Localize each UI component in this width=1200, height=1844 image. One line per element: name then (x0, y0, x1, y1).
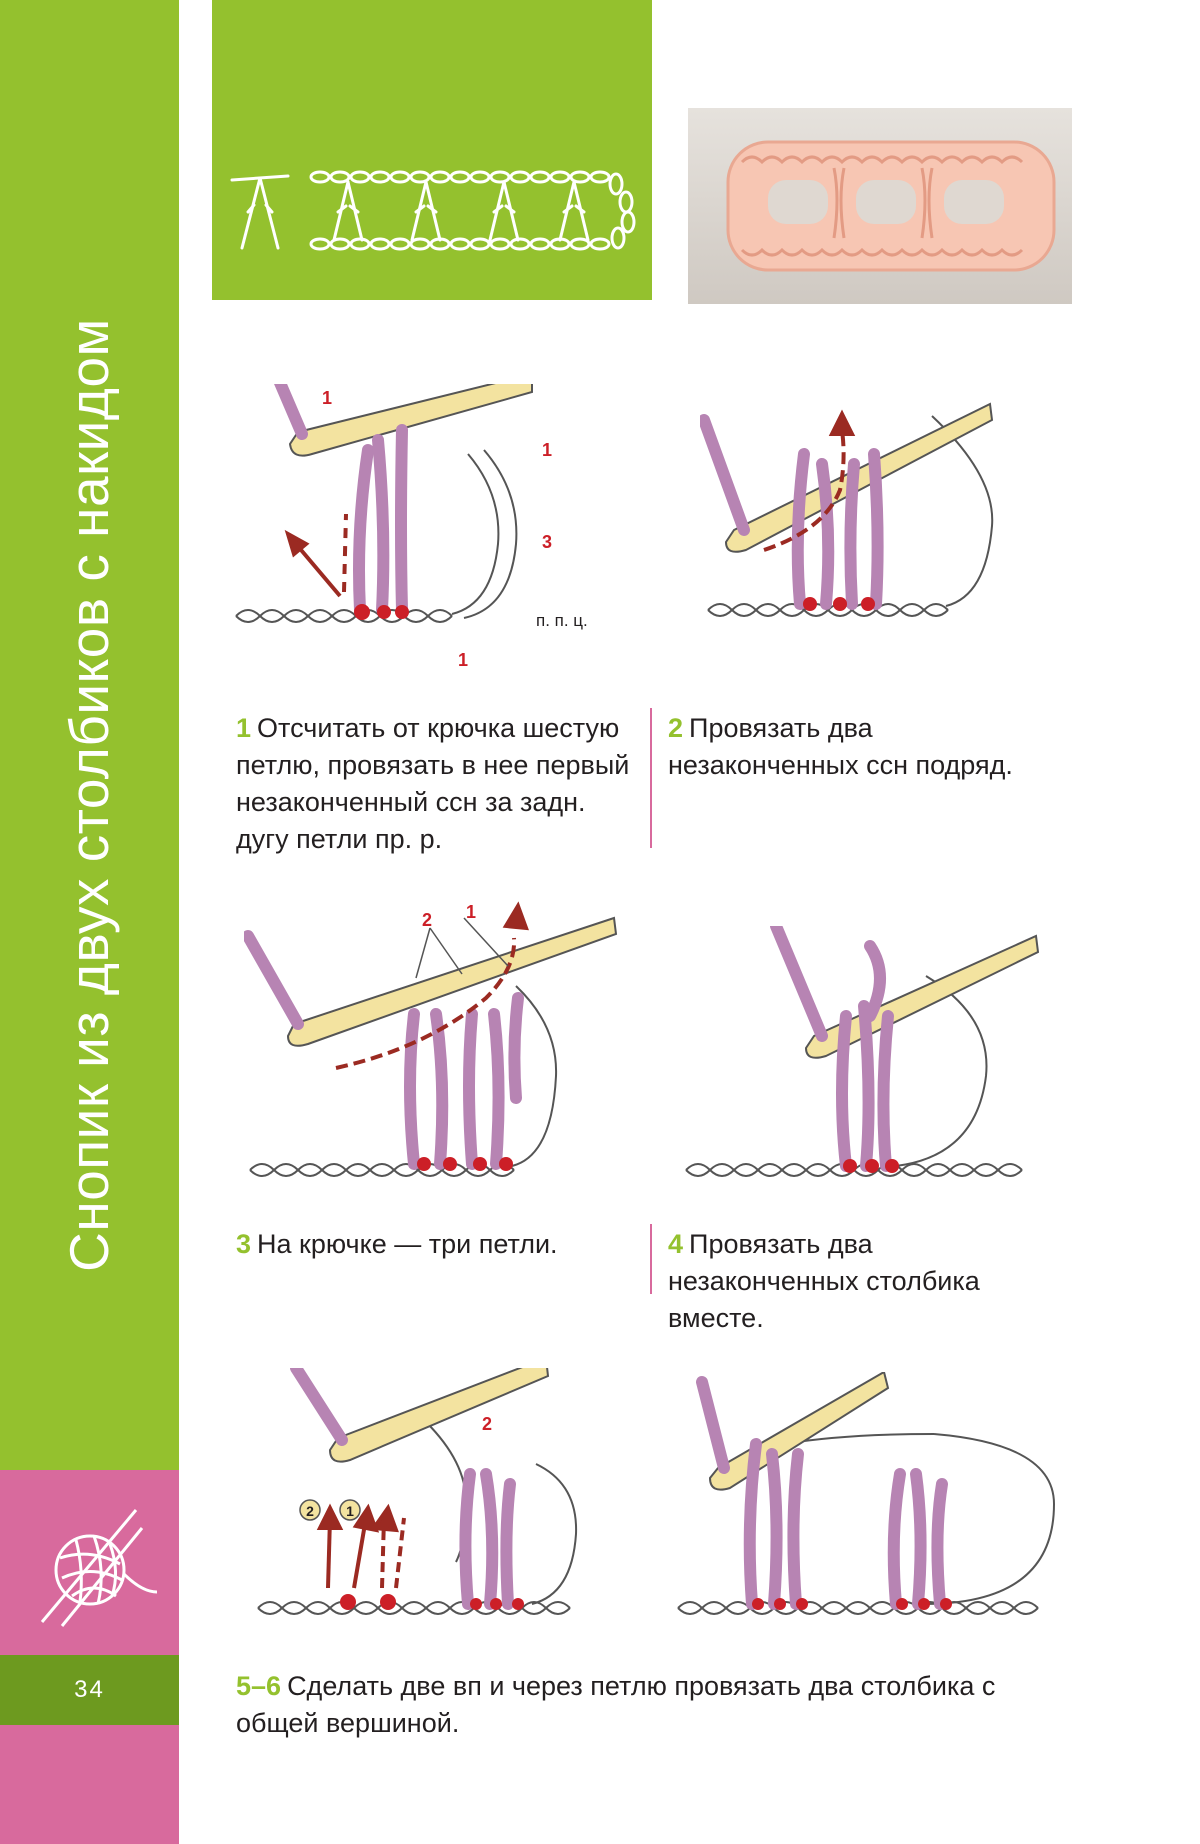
fig5-label-2: 2 (482, 1414, 492, 1434)
vertical-title: Снопик из двух столбиков с накидом (0, 0, 179, 1450)
crochet-sample-image (688, 108, 1072, 304)
pattern-chart-box (212, 0, 652, 300)
step-4-number: 4 (668, 1229, 683, 1259)
divider-2 (650, 1224, 652, 1294)
step-2-text: Провязать два незаконченных ссн подряд. (668, 713, 1013, 780)
figure-step-2 (700, 400, 1038, 658)
step-3-number: 3 (236, 1229, 251, 1259)
fig1-chain-label: п. п. ц. (536, 611, 588, 630)
step-1-text: Отсчитать от крючка шестую петлю, провяз… (236, 713, 629, 854)
chapter-title: Снопик из двух столбиков с накидом (57, 318, 121, 1272)
figure-step-5: 2 1 2 (256, 1368, 610, 1632)
fig3-label-2: 1 (466, 902, 476, 922)
figure-step-4 (680, 926, 1050, 1200)
fig5-circled-label-2: 2 (306, 1503, 314, 1519)
yarn-ball-icon (32, 1500, 162, 1630)
sample-photo (688, 108, 1072, 304)
fig1-label-4: 1 (458, 650, 468, 670)
sidebar: Снопик из двух столбиков с накидом 34 (0, 0, 179, 1844)
fig3-label-1: 2 (422, 910, 432, 930)
fig1-label-2: 1 (542, 440, 552, 460)
pattern-chart-symbols (212, 0, 652, 300)
figure-step-3: 2 1 (244, 898, 620, 1200)
fig5-circled-label-1: 1 (346, 1503, 354, 1519)
step-5-6-text: Сделать две вп и через петлю провязать д… (236, 1671, 995, 1738)
step-1-number: 1 (236, 713, 251, 743)
step-4-text: Провязать два незаконченных столбика вме… (668, 1229, 980, 1333)
step-3-text: На крючке — три петли. (257, 1229, 558, 1259)
page-number: 34 (0, 1655, 179, 1725)
fig1-label-3: 3 (542, 532, 552, 552)
figure-step-6 (674, 1372, 1076, 1632)
step-5-6-number: 5–6 (236, 1671, 281, 1701)
step-2-number: 2 (668, 713, 683, 743)
divider-1 (650, 708, 652, 848)
figure-step-1: 1 1 3 1 п. п. ц. (232, 384, 658, 676)
fig1-label-1: 1 (322, 388, 332, 408)
